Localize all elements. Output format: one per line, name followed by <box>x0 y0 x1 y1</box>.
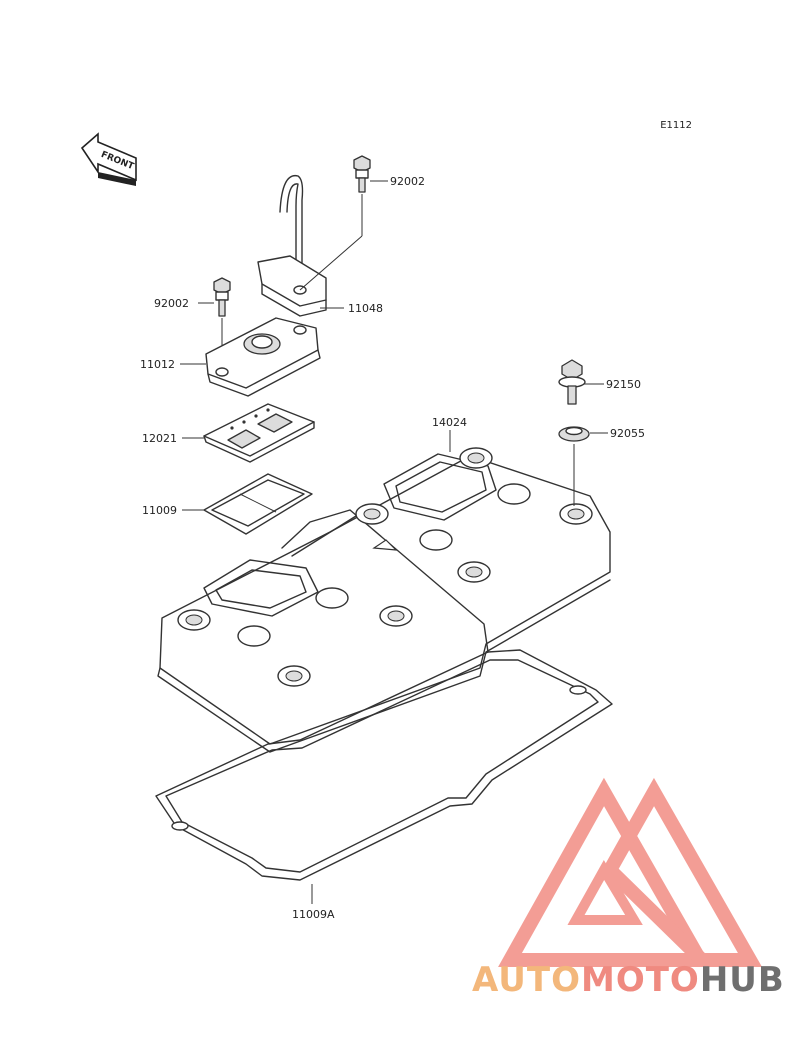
gasket-11009 <box>182 473 313 535</box>
label-11009A: 11009A <box>292 908 335 921</box>
label-92002-left: 92002 <box>154 297 189 310</box>
label-14024: 14024 <box>432 416 467 429</box>
label-11048: 11048 <box>348 302 383 315</box>
washer-92055 <box>558 426 608 506</box>
label-11012: 11012 <box>140 358 175 371</box>
bracket-11048 <box>257 174 363 317</box>
diagram-code: E1112 <box>660 120 692 131</box>
gasket-12021 <box>182 403 315 463</box>
gasket-11009A <box>155 649 613 904</box>
automotohub-logo-icon <box>498 777 763 967</box>
watermark-moto: MOTO <box>580 960 700 1000</box>
label-92002-top: 92002 <box>390 175 425 188</box>
watermark-text: AUTOMOTOHUB <box>472 960 785 1000</box>
watermark-auto: AUTO <box>472 960 581 1000</box>
label-92150: 92150 <box>606 378 641 391</box>
label-12021: 12021 <box>142 432 177 445</box>
label-11009: 11009 <box>142 504 177 517</box>
front-arrow-icon: FRONT <box>80 132 137 186</box>
label-92055: 92055 <box>610 427 645 440</box>
watermark-hub: HUB <box>699 960 785 1000</box>
bolt-92002-top <box>353 155 388 236</box>
head-cover-14024 <box>157 430 611 753</box>
cover-11012 <box>180 317 321 397</box>
bolt-92150 <box>558 359 604 405</box>
